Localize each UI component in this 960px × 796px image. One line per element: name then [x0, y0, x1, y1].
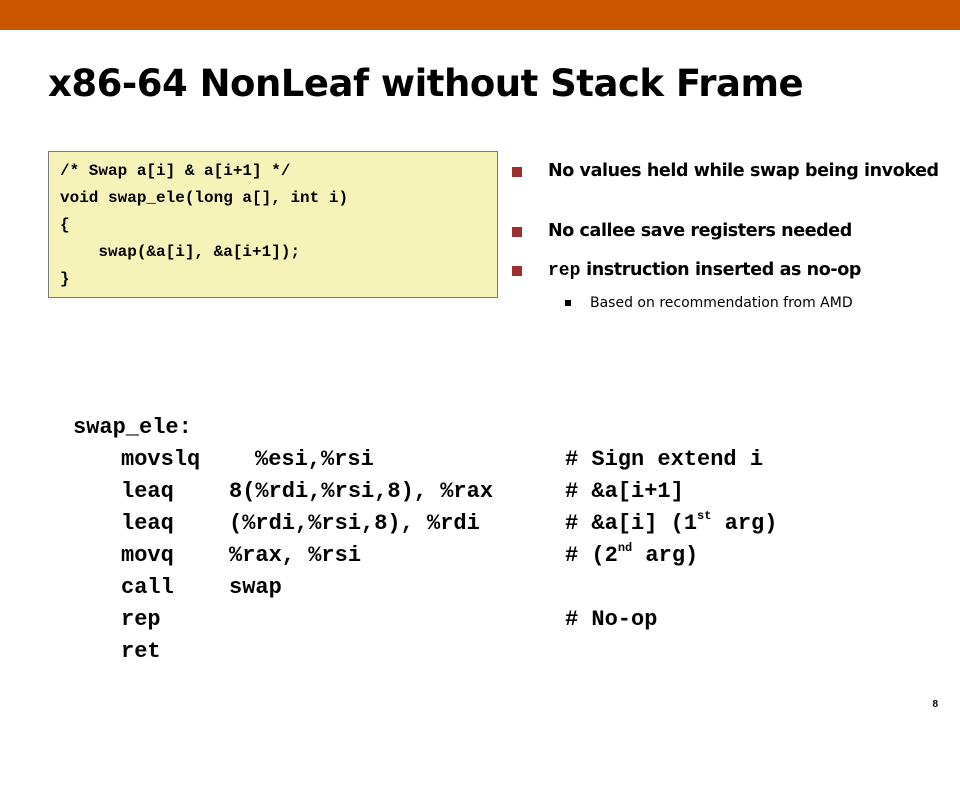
asm-operands: 8(%rdi,%rsi,8), %rax [229, 479, 494, 504]
asm-comment: # (2nd arg) [565, 540, 699, 568]
asm-row: leaq 8(%rdi,%rsi,8), %rax # &a[i+1] [73, 476, 684, 508]
asm-opcode: movq [121, 543, 174, 568]
code-line: swap(&a[i], &a[i+1]); [60, 243, 301, 261]
square-bullet-icon [512, 227, 522, 237]
asm-operands: swap [229, 575, 282, 600]
top-accent-bar [0, 0, 960, 30]
code-line: /* Swap a[i] & a[i+1] */ [60, 162, 291, 180]
bullet-code: rep [548, 261, 581, 281]
square-bullet-icon [512, 266, 522, 276]
code-line: void swap_ele(long a[], int i) [60, 189, 349, 207]
code-line: } [60, 270, 70, 288]
asm-row: call swap [73, 572, 282, 604]
asm-comment: # Sign extend i [565, 447, 764, 472]
asm-opcode: ret [121, 639, 161, 664]
asm-row: rep # No-op [73, 604, 657, 636]
assembly-listing: swap_ele: movslq %esi,%rsi # Sign extend… [73, 412, 777, 668]
c-code-box: /* Swap a[i] & a[i+1] */ void swap_ele(l… [48, 151, 498, 298]
asm-label-line: swap_ele: [73, 412, 192, 444]
asm-opcode: leaq [121, 511, 174, 536]
asm-operands: %esi,%rsi [255, 447, 374, 472]
asm-row: movslq %esi,%rsi # Sign extend i [73, 444, 763, 476]
sub-bullet-item: Based on recommendation from AMD [510, 292, 950, 314]
asm-opcode: rep [121, 607, 161, 632]
asm-opcode: call [121, 575, 174, 600]
asm-row: ret [73, 636, 161, 668]
bullet-text: No values held while swap being invoked [548, 161, 939, 181]
asm-comment: # &a[i+1] [565, 479, 684, 504]
small-square-bullet-icon [565, 300, 571, 306]
square-bullet-icon [512, 167, 522, 177]
bullet-item: No values held while swap being invoked [510, 155, 950, 187]
asm-comment: # No-op [565, 607, 658, 632]
asm-opcode: movslq [121, 447, 201, 472]
asm-operands: (%rdi,%rsi,8), %rdi [229, 511, 480, 536]
bullet-item: rep instruction inserted as no-op [510, 254, 950, 288]
asm-opcode: leaq [121, 479, 174, 504]
bullet-text: No callee save registers needed [548, 221, 852, 241]
page-number: 8 [932, 699, 938, 710]
bullet-list: No values held while swap being invoked … [510, 155, 950, 314]
slide-title: x86-64 NonLeaf without Stack Frame [48, 62, 804, 105]
asm-label: swap_ele: [73, 415, 192, 440]
asm-operands: %rax, %rsi [229, 543, 362, 568]
bullet-text: instruction inserted as no-op [580, 260, 861, 280]
bullet-item: No callee save registers needed [510, 215, 950, 248]
asm-comment: # &a[i] (1st arg) [565, 508, 778, 536]
asm-row: leaq (%rdi,%rsi,8), %rdi # &a[i] (1st ar… [73, 508, 777, 540]
asm-row: movq %rax, %rsi # (2nd arg) [73, 540, 698, 572]
code-line: { [60, 216, 70, 234]
sub-bullet-text: Based on recommendation from AMD [590, 295, 853, 311]
